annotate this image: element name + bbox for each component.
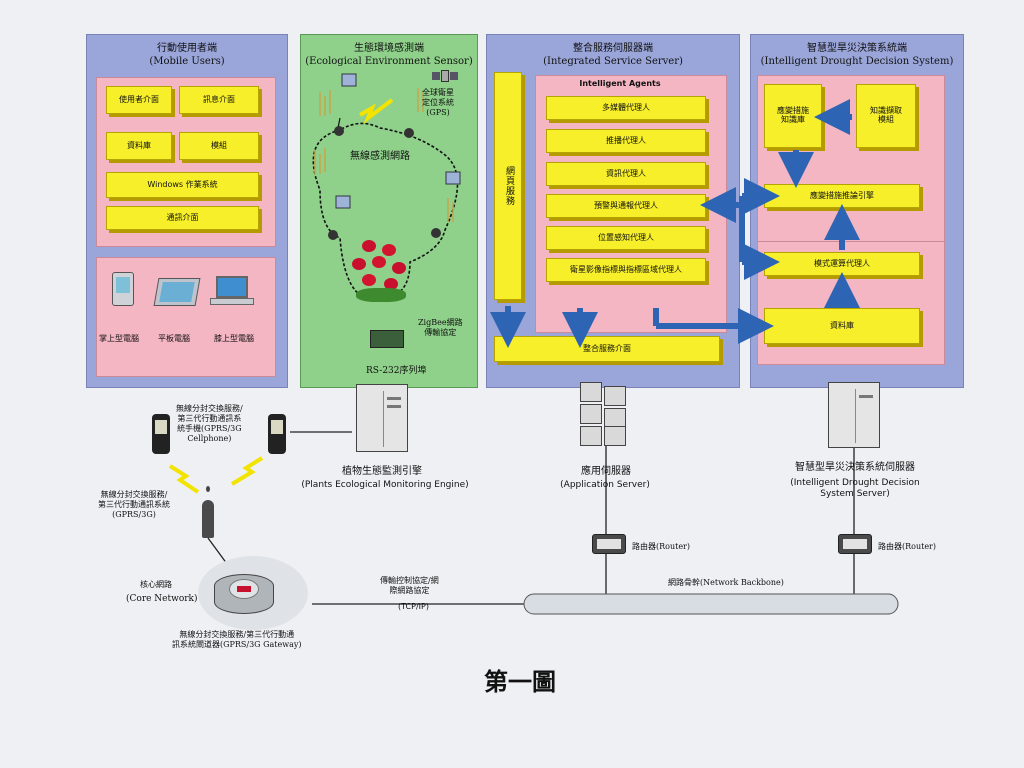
figure-caption: 第一圖	[484, 667, 556, 696]
router2-label: 路由器(Router)	[878, 542, 937, 551]
iss-title-en: (Integrated Service Server)	[543, 56, 683, 67]
iss-title-zh: 整合服務伺服器端	[573, 43, 653, 54]
idds-database-box: 資料庫	[764, 308, 920, 344]
backbone-label: 網路骨幹(Network Backbone)	[668, 578, 784, 587]
zigbee-label: ZigBee網路 傳輸協定	[418, 318, 463, 337]
router1-label: 路由器(Router)	[632, 542, 691, 551]
laptop-icon	[210, 276, 254, 308]
module-box: 模組	[179, 132, 259, 160]
knowledge-module-box: 知識擷取 模組	[856, 84, 916, 148]
agent-multimedia-box: 多媒體代理人	[546, 96, 706, 120]
gprs-label: 無線分封交換服務/ 第三代行動通訊系統 (GPRS/3G)	[98, 490, 170, 519]
agent-satellite-box: 衛星影像指標與指標區域代理人	[546, 258, 706, 282]
mobile-title-en: (Mobile Users)	[149, 56, 225, 67]
agent-push-box: 推播代理人	[546, 129, 706, 153]
rs232-label: RS-232序列埠	[366, 366, 427, 376]
pme-server-icon	[356, 384, 408, 452]
laptop-label: 膝上型電腦	[214, 334, 254, 343]
router2-icon	[838, 534, 872, 554]
pme-label-zh: 植物生態監測引擎	[342, 466, 422, 477]
cellphone-label: 無線分封交換服務/ 第三代行動通訊系 統手機(GPRS/3G Cellphone…	[176, 404, 243, 443]
windows-os-box: Windows 作業系統	[106, 172, 259, 198]
cellphone-right-icon	[268, 414, 286, 454]
antenna-tower-icon	[198, 486, 218, 538]
app-server-label-en: (Application Server)	[560, 480, 650, 490]
sensor-board-icon	[370, 330, 404, 348]
user-interface-box: 使用者介面	[106, 86, 172, 114]
knowledge-base-box: 應變措施 知識庫	[764, 84, 822, 148]
pda-label: 掌上型電腦	[99, 334, 139, 343]
message-interface-box: 訊息介面	[179, 86, 259, 114]
web-service-box: 網頁服務	[494, 72, 522, 300]
idds-title-en: (Intelligent Drought Decision System)	[760, 56, 954, 67]
core-network-zh: 核心網路	[140, 580, 172, 589]
database-box: 資料庫	[106, 132, 172, 160]
agent-warning-box: 預警與通報代理人	[546, 194, 706, 218]
cellphone-left-icon	[152, 414, 170, 454]
gps-label: 全球衛星 定位系統 (GPS)	[422, 88, 454, 117]
flower-plant-icon	[352, 240, 410, 304]
eco-title-zh: 生態環境感測端	[354, 43, 424, 54]
mobile-title-zh: 行動使用者端	[157, 43, 217, 54]
idds-server-label-zh: 智慧型旱災決策系統伺服器	[795, 462, 915, 473]
idds-title-zh: 智慧型旱災決策系統端	[807, 43, 907, 54]
eco-title-en: (Ecological Environment Sensor)	[305, 56, 473, 67]
application-server-icon	[580, 382, 628, 446]
router1-icon	[592, 534, 626, 554]
agent-info-box: 資訊代理人	[546, 162, 706, 186]
idds-server-label-en: (Intelligent Drought Decision System Ser…	[790, 478, 920, 499]
core-network-en: (Core Network)	[126, 594, 198, 604]
satellite-icon	[432, 68, 458, 84]
comm-interface-box: 通訊介面	[106, 206, 259, 230]
agent-location-box: 位置感知代理人	[546, 226, 706, 250]
app-server-label-zh: 應用伺服器	[581, 466, 631, 477]
tcp-en-label: (TCP/IP)	[398, 602, 429, 611]
pme-label-en: (Plants Ecological Monitoring Engine)	[301, 480, 469, 490]
tcp-label: 傳輸控制協定/網 際網路協定	[380, 576, 439, 595]
integrated-interface-box: 整合服務介面	[494, 336, 720, 362]
agents-title: Intelligent Agents	[579, 79, 661, 88]
gateway-label: 無線分封交換服務/第三代行動通 訊系統閘道器(GPRS/3G Gateway)	[172, 630, 302, 649]
idds-server-icon	[828, 382, 880, 448]
tablet-label: 平板電腦	[158, 334, 190, 343]
wsn-label: 無線感測網路	[350, 151, 410, 162]
pda-icon	[112, 272, 134, 306]
gateway-router-icon	[214, 574, 274, 614]
